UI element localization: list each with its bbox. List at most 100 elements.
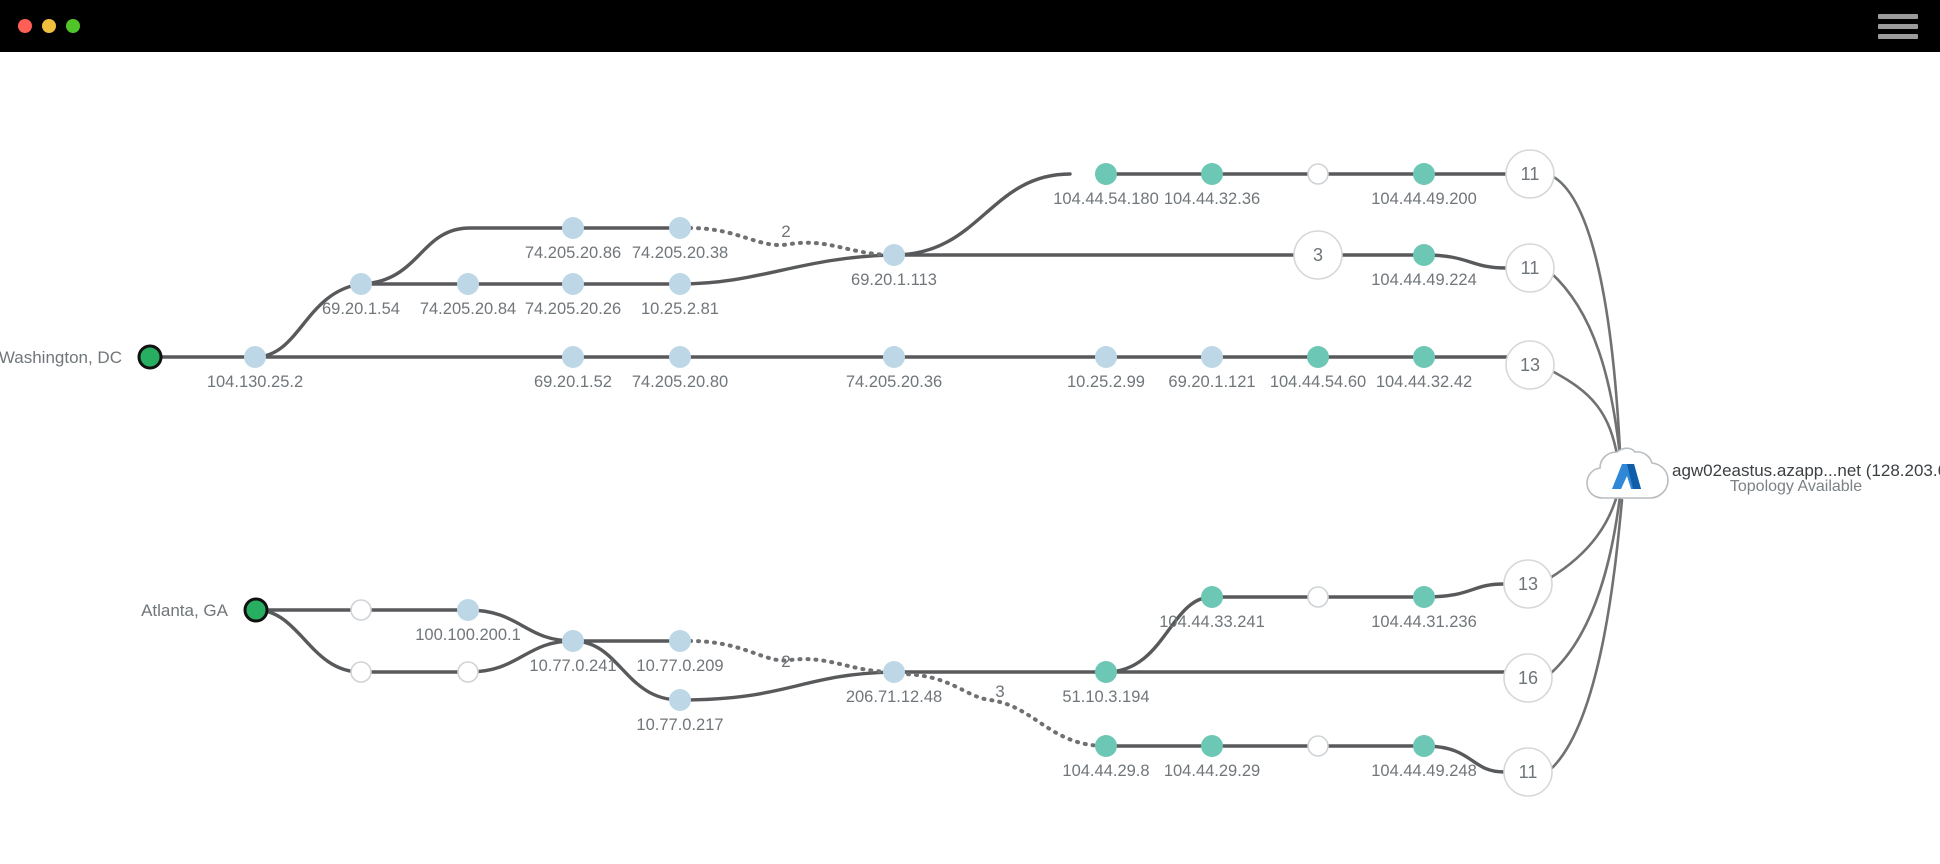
hamburger-menu-icon[interactable] xyxy=(1878,0,1918,52)
hop-node-label: 69.20.1.121 xyxy=(1168,373,1255,391)
edge-count-labels: 223 xyxy=(781,222,1004,701)
hop-node-label: 104.44.49.224 xyxy=(1371,271,1477,289)
topology-svg[interactable]: Washington, DC Atlanta, GA 104.130.25.26… xyxy=(0,52,1940,864)
link-dotted xyxy=(688,639,896,674)
hop-node[interactable] xyxy=(669,689,691,711)
hop-count-badge[interactable] xyxy=(1505,340,1555,390)
hop-node[interactable] xyxy=(1307,346,1329,368)
hop-count-value: 11 xyxy=(1519,762,1538,782)
hop-node-label: 104.44.33.241 xyxy=(1159,613,1265,631)
hop-count-badge[interactable] xyxy=(1503,653,1553,703)
hop-node-label: 69.20.1.113 xyxy=(851,271,937,289)
hop-node[interactable] xyxy=(883,346,905,368)
link xyxy=(1422,744,1506,774)
hop-node[interactable] xyxy=(1095,163,1117,185)
hop-node-label: 100.100.200.1 xyxy=(415,626,521,644)
hop-node[interactable] xyxy=(883,244,905,266)
hop-node[interactable] xyxy=(669,217,691,239)
hop-node[interactable] xyxy=(1413,346,1435,368)
hop-count-badge[interactable] xyxy=(1505,149,1555,199)
hop-node-label: 104.44.54.180 xyxy=(1053,190,1159,208)
hop-node-label: 104.44.31.236 xyxy=(1371,613,1477,631)
hop-node-label: 104.44.29.29 xyxy=(1164,762,1260,780)
hop-count-badge[interactable] xyxy=(1503,559,1553,609)
hop-node[interactable] xyxy=(457,599,479,621)
window-controls xyxy=(18,0,80,52)
hop-node[interactable] xyxy=(669,273,691,295)
links-washington xyxy=(148,172,1508,359)
hop-node[interactable] xyxy=(1413,586,1435,608)
hop-node[interactable] xyxy=(883,661,905,683)
link xyxy=(678,253,896,286)
hop-node[interactable] xyxy=(669,346,691,368)
link-dest xyxy=(1548,498,1624,772)
hop-node[interactable] xyxy=(1095,735,1117,757)
hop-node-label: 104.44.49.200 xyxy=(1371,190,1477,208)
links-atlanta xyxy=(254,582,1508,774)
destination-name: agw02eastus.azapp...net (128.203.64.7) xyxy=(1672,461,1940,480)
hop-node-label: 74.205.20.36 xyxy=(846,373,942,391)
link-dest xyxy=(1548,494,1622,676)
maximize-window-button[interactable] xyxy=(66,19,80,33)
hop-node-label: 10.25.2.81 xyxy=(641,300,719,318)
hop-count-badge[interactable] xyxy=(1503,747,1553,797)
hop-count-badge[interactable] xyxy=(1293,230,1343,280)
hop-node-label: 10.77.0.241 xyxy=(529,657,616,675)
link xyxy=(466,639,575,674)
hop-node[interactable] xyxy=(669,630,691,652)
minimize-window-button[interactable] xyxy=(42,19,56,33)
hop-node-label: 104.44.49.248 xyxy=(1371,762,1477,780)
source-node-washington[interactable] xyxy=(137,344,163,370)
hop-node[interactable] xyxy=(1307,163,1329,185)
hop-node[interactable] xyxy=(457,273,479,295)
hop-node[interactable] xyxy=(1201,163,1223,185)
hop-node[interactable] xyxy=(562,217,584,239)
link-dest xyxy=(1548,368,1620,462)
hop-count-value: 11 xyxy=(1521,164,1540,184)
hop-node[interactable] xyxy=(1413,735,1435,757)
hop-node[interactable] xyxy=(1413,244,1435,266)
source-node-atlanta[interactable] xyxy=(243,597,269,623)
hop-count-badge[interactable] xyxy=(1505,243,1555,293)
hop-count-value: 13 xyxy=(1520,355,1540,375)
link xyxy=(1422,582,1506,599)
hop-node[interactable] xyxy=(1201,346,1223,368)
close-window-button[interactable] xyxy=(18,19,32,33)
source-label-atlanta: Atlanta, GA xyxy=(141,601,229,620)
hop-node-label: 74.205.20.84 xyxy=(420,300,516,318)
link xyxy=(359,226,682,286)
hop-node-label: 104.44.54.60 xyxy=(1270,373,1366,391)
hop-count-value: 13 xyxy=(1518,574,1538,594)
hop-node[interactable] xyxy=(1413,163,1435,185)
hop-node[interactable] xyxy=(1201,586,1223,608)
hop-node[interactable] xyxy=(244,346,266,368)
link xyxy=(1422,253,1508,270)
edge-count-label: 3 xyxy=(995,682,1004,701)
link-dest xyxy=(1550,174,1622,454)
hop-count-value: 11 xyxy=(1521,258,1540,278)
hop-count-value: 3 xyxy=(1313,245,1323,265)
destination-status: Topology Available xyxy=(1730,478,1862,495)
hop-node[interactable] xyxy=(562,630,584,652)
hop-node-label: 104.44.29.8 xyxy=(1062,762,1149,780)
hop-node[interactable] xyxy=(350,599,372,621)
hop-node[interactable] xyxy=(1095,661,1117,683)
hop-node[interactable] xyxy=(1307,735,1329,757)
hop-node-label: 10.25.2.99 xyxy=(1067,373,1145,391)
hop-node[interactable] xyxy=(457,661,479,683)
source-nodes: Washington, DC Atlanta, GA xyxy=(0,344,269,623)
hop-node-label: 206.71.12.48 xyxy=(846,688,942,706)
hop-node[interactable] xyxy=(1201,735,1223,757)
edge-count-label: 2 xyxy=(781,222,790,241)
link xyxy=(466,608,575,643)
hop-node[interactable] xyxy=(350,661,372,683)
hamburger-bar xyxy=(1878,13,1918,19)
hop-node[interactable] xyxy=(562,273,584,295)
hop-node[interactable] xyxy=(350,273,372,295)
destination-node[interactable]: agw02eastus.azapp...net (128.203.64.7) T… xyxy=(1586,447,1940,499)
hop-node[interactable] xyxy=(562,346,584,368)
hop-node[interactable] xyxy=(1307,586,1329,608)
hop-node[interactable] xyxy=(1095,346,1117,368)
